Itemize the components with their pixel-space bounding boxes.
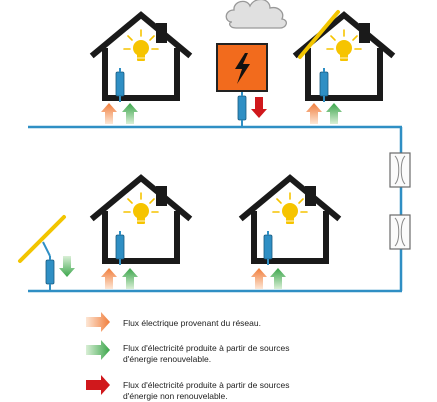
legend-renewable-text: Flux d'électricité produite à partir de … (123, 343, 290, 364)
legend-renewable-arrow (86, 340, 110, 360)
battery-storage-icon (389, 152, 411, 188)
grid-flow-arrow (251, 268, 267, 289)
grid-flow-arrow (101, 268, 117, 289)
storm-cloud-icon (225, 0, 287, 29)
solar-panel-icon (298, 10, 340, 59)
solar-panel-icon (18, 215, 66, 263)
renewable-flow-arrow (326, 103, 342, 124)
house-outline-icon (94, 15, 188, 98)
legend-nonrenewable-text: Flux d'électricité produite à partir de … (123, 380, 290, 401)
legend-grid-arrow (86, 312, 110, 332)
renewable-flow-arrow (122, 103, 138, 124)
grid-flow-arrow (101, 103, 117, 124)
electric-meter-icon (45, 255, 55, 291)
renewable-flow-arrow (122, 268, 138, 289)
battery-storage-icon (389, 214, 411, 250)
high-voltage-transformer-icon (216, 43, 268, 92)
house-outline-icon (297, 15, 391, 98)
house-outline-icon (94, 178, 188, 261)
nonrenewable-flow-arrow (251, 97, 267, 118)
renewable-flow-arrow (270, 268, 286, 289)
house-outline-icon (243, 178, 337, 261)
renewable-flow-arrow (59, 256, 75, 277)
legend-grid-text: Flux électrique provenant du réseau. (123, 318, 261, 328)
electric-meter-icon (237, 91, 247, 127)
legend-nonrenewable-arrow (86, 375, 110, 395)
grid-flow-arrow (306, 103, 322, 124)
